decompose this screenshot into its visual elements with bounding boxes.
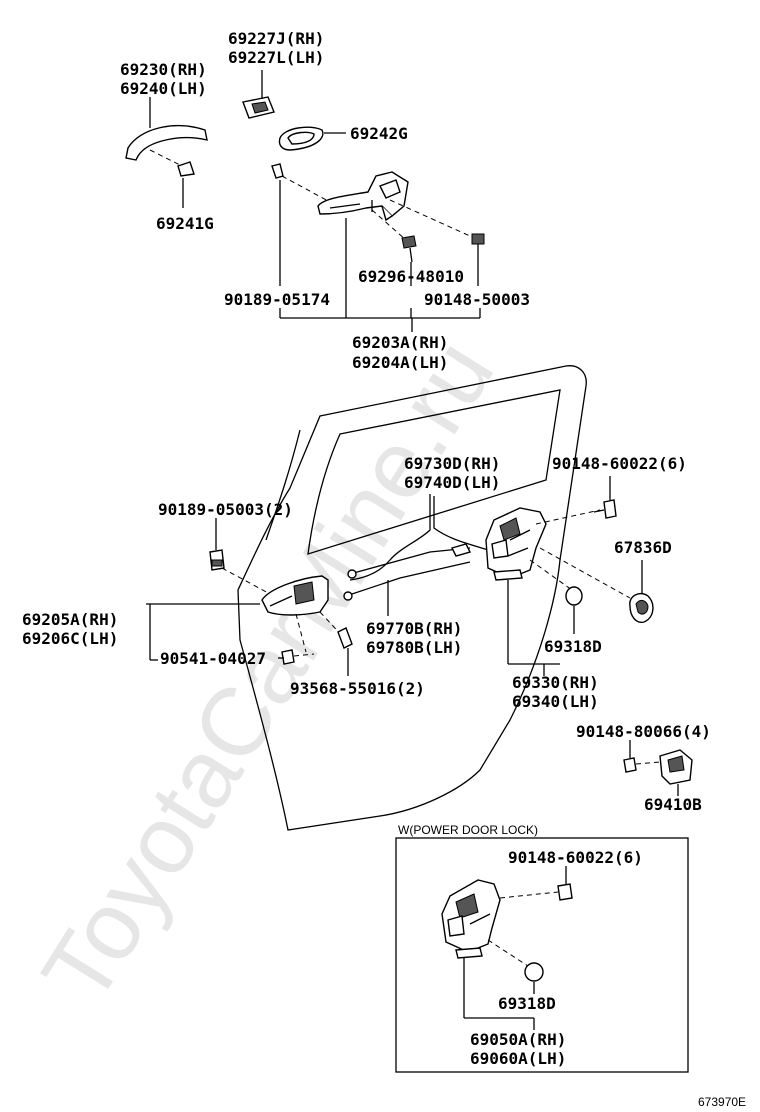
door-lock-part xyxy=(485,507,547,581)
dash-handle-pad xyxy=(149,149,183,167)
cable-end-2 xyxy=(343,591,353,601)
label-69227J: 69227J(RH) xyxy=(228,29,324,48)
label-90189-05174: 90189-05174 xyxy=(224,290,330,309)
label-69318D: 69318D xyxy=(544,637,602,656)
box-screw-part xyxy=(499,883,573,901)
dash-frame-bolt xyxy=(371,209,407,241)
cable-69730D xyxy=(349,494,431,581)
dash-handle-bolt xyxy=(295,613,307,653)
label-69330: 69330(RH) xyxy=(512,673,599,692)
handle-frame-part xyxy=(317,171,409,222)
label-69240: 69240(LH) xyxy=(120,79,207,98)
bracket-69330 xyxy=(507,580,560,676)
bracket-69203A xyxy=(279,218,481,332)
label-box-90148-60022: 90148-60022(6) xyxy=(508,848,643,867)
cable-69730D-b xyxy=(433,496,489,551)
label-69340: 69340(LH) xyxy=(512,692,599,711)
watermark-text: ToyotaCarMine.ru xyxy=(22,322,514,1021)
screw-60022-part xyxy=(593,499,617,519)
label-69296-48010: 69296-48010 xyxy=(358,267,464,286)
box-title: W(POWER DOOR LOCK) xyxy=(398,823,538,837)
bracket-69205A xyxy=(146,603,284,661)
label-69206C: 69206C(LH) xyxy=(22,629,118,648)
outside-handle-part xyxy=(125,124,208,161)
label-69410B: 69410B xyxy=(644,795,702,814)
label-69204A: 69204A(LH) xyxy=(352,353,448,372)
screw-50003-part xyxy=(471,233,485,262)
bracket-69050A xyxy=(463,958,535,1030)
label-90541-04027: 90541-04027 xyxy=(160,649,266,668)
label-69780B: 69780B(LH) xyxy=(366,638,462,657)
power-door-lock-box xyxy=(395,837,689,1073)
label-93568-55016: 93568-55016(2) xyxy=(290,679,425,698)
dash-lock-screw xyxy=(535,509,601,525)
gasket-part xyxy=(278,126,324,151)
label-69060A: 69060A(LH) xyxy=(470,1049,566,1068)
dash-lock-cover xyxy=(539,547,631,599)
bolt-48010-part xyxy=(401,235,417,263)
cable-lower xyxy=(345,561,471,597)
clip-05174-part xyxy=(271,163,284,179)
label-69050A: 69050A(RH) xyxy=(470,1030,566,1049)
label-69242G: 69242G xyxy=(350,124,408,143)
dash-clip-handle xyxy=(221,567,271,595)
label-69770B: 69770B(RH) xyxy=(366,619,462,638)
power-lock-part xyxy=(441,879,501,959)
label-69730D: 69730D(RH) xyxy=(404,454,500,473)
door-outline xyxy=(237,365,587,831)
label-69740D: 69740D(LH) xyxy=(404,473,500,492)
screw-80066-part xyxy=(623,757,661,773)
cable-end-1 xyxy=(347,569,357,579)
grommet-69318D-part xyxy=(565,586,583,606)
clip-05003-part xyxy=(209,549,225,571)
handle-pad-part xyxy=(177,161,195,177)
label-69203A: 69203A(RH) xyxy=(352,333,448,352)
label-69230: 69230(RH) xyxy=(120,60,207,79)
label-90148-60022: 90148-60022(6) xyxy=(552,454,687,473)
label-67836D: 67836D xyxy=(614,538,672,557)
label-box-69318D: 69318D xyxy=(498,994,556,1013)
label-69205A: 69205A(RH) xyxy=(22,610,118,629)
cover-67836D-part xyxy=(629,592,654,623)
screw-55016-part xyxy=(337,627,353,649)
dash-lock-grommet xyxy=(529,559,573,591)
striker-69410B-part xyxy=(659,749,693,785)
label-90148-50003: 90148-50003 xyxy=(424,290,530,309)
dash-clip-frame xyxy=(281,175,331,203)
diagram-id: 673970E xyxy=(698,1095,746,1109)
bolt-04027-part xyxy=(281,649,315,665)
dash-box-grommet xyxy=(487,939,529,967)
label-90148-80066: 90148-80066(4) xyxy=(576,722,711,741)
label-69227L: 69227L(LH) xyxy=(228,48,324,67)
handle-cap-part xyxy=(242,96,275,119)
inside-handle-part xyxy=(261,575,329,616)
box-grommet-part xyxy=(524,962,544,982)
cable-clip xyxy=(450,543,472,557)
label-69241G: 69241G xyxy=(156,214,214,233)
dash-frame-screw xyxy=(389,199,471,237)
label-90189-05003: 90189-05003(2) xyxy=(158,500,293,519)
